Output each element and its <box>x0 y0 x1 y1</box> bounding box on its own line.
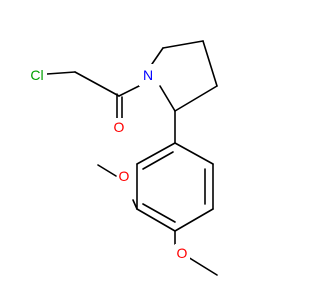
bond-ar1-ar2-inner <box>142 151 174 170</box>
bond-ar3-ar4 <box>136 208 176 232</box>
bond-c2-n <box>159 85 176 112</box>
chlorine-atom-label: Cl <box>30 67 43 83</box>
bond-ch2-carbonyl <box>74 71 120 97</box>
para-methoxy-oxygen-label-bg <box>175 244 190 262</box>
bond-cl-ch2 <box>46 71 76 75</box>
cl-label-bg <box>27 66 47 84</box>
meta-methoxy-oxygen-atom-label: O <box>119 168 130 184</box>
bond-layer <box>46 40 218 276</box>
carbonyl-oxygen-label-bg <box>112 118 126 136</box>
nitrogen-label-bg <box>139 64 155 86</box>
structure-diagram: Cl O N O O <box>27 40 218 276</box>
bond-ar3-ar4-inner <box>142 203 176 223</box>
bond-n-c5 <box>151 47 164 65</box>
bond-ar6-ar1 <box>174 142 214 165</box>
bond-c4-c3 <box>202 40 218 87</box>
atom-label-layer: Cl O N O O <box>27 64 190 262</box>
bond-ar4-ar5 <box>174 208 214 232</box>
para-methoxy-oxygen-atom-label: O <box>177 245 188 261</box>
bond-carbonyl-n <box>118 85 140 97</box>
ring-nitrogen-atom-label: N <box>143 67 153 83</box>
bond-ar3-o-meta <box>132 199 138 210</box>
bond-c5-c4 <box>162 40 204 49</box>
bond-o-meta-ch3 <box>97 164 117 177</box>
carbonyl-oxygen-atom-label: O <box>114 119 125 135</box>
bond-c3-c2 <box>174 85 218 112</box>
bond-ar1-ar2 <box>136 142 176 165</box>
meta-methoxy-oxygen-label-bg <box>117 168 132 186</box>
